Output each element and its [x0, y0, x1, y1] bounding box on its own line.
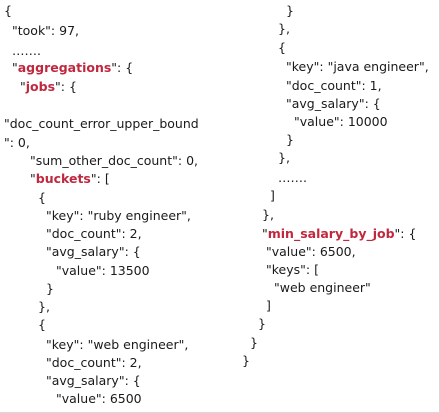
json-line: "value": 6500 [56, 390, 142, 408]
json-line: "key": "web engineer", [46, 336, 188, 354]
json-line: { [278, 39, 286, 57]
json-key-highlight: jobs [25, 79, 56, 94]
json-token: } [286, 132, 294, 147]
json-key-highlight: aggregations [17, 60, 112, 75]
json-line: "key": "ruby engineer", [46, 207, 191, 225]
json-token: ": 0, [4, 135, 30, 150]
json-token: "doc_count": 2, [46, 355, 142, 370]
json-line: } [250, 334, 258, 352]
json-line: } [286, 2, 294, 20]
json-line: ] [266, 297, 271, 315]
json-token: "doc_count": 2, [46, 226, 142, 241]
json-token: "took": 97, [12, 23, 79, 38]
json-line: ] [270, 187, 275, 205]
json-line: }, [278, 149, 290, 167]
json-line: "doc_count": 2, [46, 354, 142, 372]
json-token: " [262, 226, 268, 241]
json-token: "value": 13500 [56, 263, 150, 278]
json-token: "avg_salary": { [286, 96, 381, 111]
json-token: " [12, 60, 18, 75]
json-token: ": { [111, 60, 134, 75]
json-token: " [30, 171, 36, 186]
json-token: } [286, 3, 294, 18]
json-line: "keys": [ [266, 261, 319, 279]
json-line: }, [262, 206, 274, 224]
json-token: } [258, 316, 266, 331]
json-token: "key": "ruby engineer", [46, 208, 191, 223]
json-token: "doc_count": 1, [286, 78, 382, 93]
json-key-highlight: min_salary_by_job [267, 226, 395, 241]
json-token: "avg_salary": { [46, 244, 141, 259]
json-token: "doc_count_error_upper_bound [4, 116, 199, 131]
json-line: } [258, 315, 266, 333]
json-line: } [286, 131, 294, 149]
json-token: ……. [278, 170, 307, 185]
json-line: "took": 97, [12, 22, 79, 40]
json-token: } [46, 281, 54, 296]
json-token: }, [262, 207, 274, 222]
json-line: ……. [278, 169, 307, 187]
json-token: { [278, 40, 286, 55]
json-token: " [20, 79, 26, 94]
json-token: { [38, 190, 46, 205]
json-line: "value": 10000 [294, 113, 388, 131]
json-token: ": [ [90, 171, 110, 186]
json-line: }, [38, 298, 50, 316]
json-line: } [46, 280, 54, 298]
json-token: }, [278, 21, 290, 36]
json-token: "key": "web engineer", [46, 337, 189, 352]
json-line: "key": "java engineer", [286, 58, 429, 76]
json-line: { [38, 316, 46, 334]
json-token: }, [38, 299, 50, 314]
json-token: { [38, 317, 46, 332]
json-line: "web engineer" [274, 279, 371, 297]
json-token: "value": 6500, [266, 244, 356, 259]
json-line: "value": 13500 [56, 262, 150, 280]
json-line: { [38, 189, 46, 207]
json-token: "web engineer" [274, 280, 371, 295]
json-token: ……. [12, 43, 41, 58]
json-line: "buckets": [ [30, 170, 110, 188]
json-line: "min_salary_by_job": { [262, 225, 416, 243]
json-token: "sum_other_doc_count": 0, [30, 153, 198, 168]
json-token: { [4, 3, 12, 18]
json-line: "aggregations": { [12, 59, 133, 77]
json-key-highlight: buckets [35, 171, 91, 186]
json-line: "doc_count_error_upper_bound [4, 115, 199, 133]
json-token: "value": 10000 [294, 114, 388, 129]
json-token: } [242, 353, 250, 368]
json-line: "sum_other_doc_count": 0, [30, 152, 198, 170]
json-line: "doc_count": 1, [286, 77, 382, 95]
json-token: "avg_salary": { [46, 373, 141, 388]
json-token: }, [278, 150, 290, 165]
json-token: ] [266, 298, 271, 313]
json-line: { [4, 2, 12, 20]
json-line: ……. [12, 42, 41, 60]
json-token: "key": "java engineer", [286, 59, 429, 74]
json-line: "doc_count": 2, [46, 225, 142, 243]
json-token: ": { [394, 226, 417, 241]
json-line: "avg_salary": { [286, 95, 381, 113]
json-token: "value": 6500 [56, 391, 142, 406]
json-token: } [250, 335, 258, 350]
json-line: }, [278, 20, 290, 38]
json-line: } [242, 352, 250, 370]
json-token: ] [270, 188, 275, 203]
json-token: "keys": [ [266, 262, 319, 277]
json-line: "value": 6500, [266, 243, 356, 261]
json-token: ": { [55, 79, 77, 94]
json-line: "avg_salary": { [46, 243, 141, 261]
json-line: ": 0, [4, 134, 30, 152]
json-line: "avg_salary": { [46, 372, 141, 390]
json-line: "jobs": { [20, 78, 77, 96]
